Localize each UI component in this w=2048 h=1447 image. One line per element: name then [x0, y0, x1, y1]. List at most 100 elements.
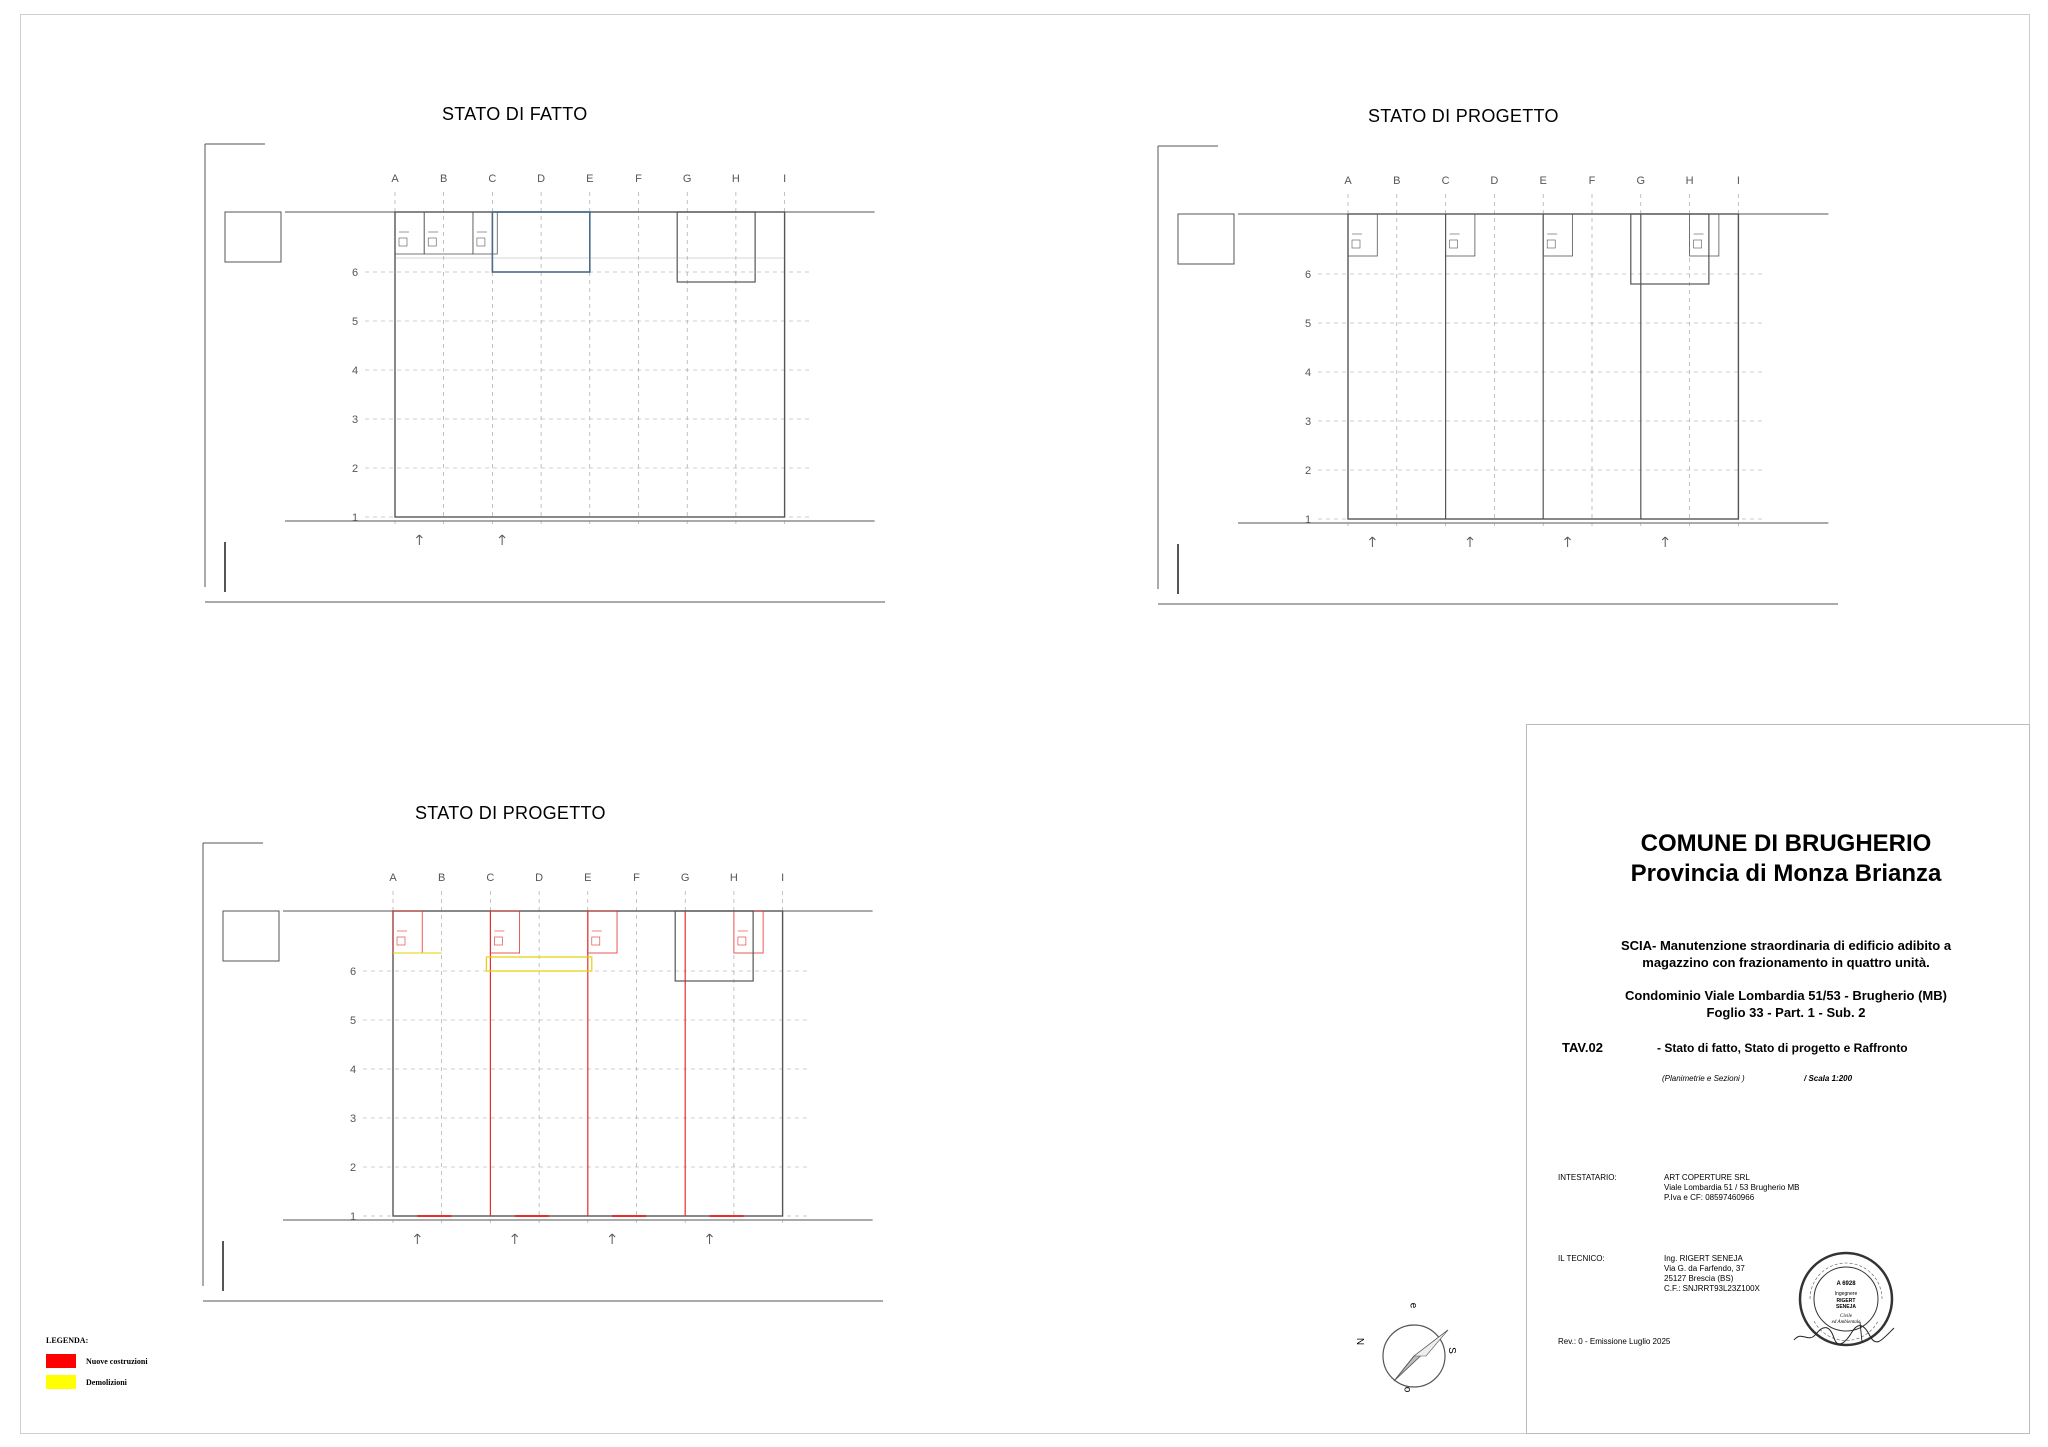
plan-title-stato-di-fatto: STATO DI FATTO [442, 104, 588, 124]
comune-heading: COMUNE DI BRUGHERIO [1640, 830, 1932, 857]
wc-fixture [737, 936, 747, 946]
svg-text:Civile: Civile [1840, 1314, 1853, 1319]
wc-fixture [1449, 239, 1458, 249]
wc-fixture [1546, 239, 1556, 249]
grid-col-label: A [391, 173, 399, 185]
office-block [491, 211, 591, 273]
grid-col-label: D [1490, 175, 1498, 187]
tecnico-address: Via G. da Farfendo, 37 [1664, 1264, 1745, 1273]
grid-col-label: A [389, 872, 397, 884]
svg-text:A 6928: A 6928 [1836, 1281, 1856, 1287]
service-room [1542, 213, 1573, 257]
grid-row-label: 3 [1305, 416, 1311, 428]
grid-row-label: 5 [352, 316, 358, 328]
grid-col-label: B [1393, 175, 1400, 187]
annex-box [224, 211, 282, 263]
entrance-arrow-head [1372, 536, 1376, 541]
condominio-line: Condominio Viale Lombardia 51/53 - Brugh… [1625, 988, 1947, 1003]
grid-col-label: D [535, 872, 543, 884]
entrance-arrow-head [413, 1233, 418, 1238]
svg-text:SENEJA: SENEJA [1836, 1304, 1856, 1310]
grid-col-label: C [1442, 175, 1450, 187]
grid-row-label: 2 [350, 1162, 356, 1174]
entrance-arrow-head [611, 1233, 616, 1238]
loading-bay [674, 910, 754, 982]
wc-fixture [1351, 239, 1361, 249]
compass-s-label: S [1445, 1347, 1457, 1354]
grid-row-label: 6 [350, 966, 356, 978]
grid-row-label: 4 [350, 1064, 356, 1076]
scala-note: / Scala 1:200 [1804, 1074, 1853, 1083]
entrance-arrow-head [1466, 536, 1471, 541]
grid-col-label: C [486, 872, 494, 884]
service-room [587, 910, 618, 954]
grid-col-label: E [586, 173, 593, 185]
grid-col-label: G [681, 872, 690, 884]
entrance-arrow-head [1469, 536, 1474, 541]
grid-col-label: F [1589, 175, 1596, 187]
intestatario-address: Viale Lombardia 51 / 53 Brugherio MB [1664, 1183, 1800, 1192]
legend-swatch-new [46, 1354, 76, 1368]
svg-text:Ingegnere: Ingegnere [1835, 1291, 1858, 1297]
compass-e-label: e [1407, 1302, 1419, 1309]
grid-col-label: E [1540, 175, 1547, 187]
grid-col-label: H [732, 173, 740, 185]
grid-row-label: 3 [350, 1113, 356, 1125]
legend-title: LEGENDA: [46, 1336, 89, 1345]
entrance-arrow-head [511, 1233, 516, 1238]
entrance-arrow-head [1564, 536, 1568, 541]
tav-description: - Stato di fatto, Stato di progetto e Ra… [1657, 1041, 1908, 1055]
north-arrow-compass [1382, 1324, 1449, 1388]
svg-text:RIGERT: RIGERT [1837, 1298, 1856, 1304]
wc-fixture [591, 936, 601, 946]
tecnico-name: Ing. RIGERT SENEJA [1664, 1254, 1743, 1263]
wc-fixture [396, 936, 406, 946]
entrance-arrow-head [1567, 536, 1571, 541]
grid-col-label: H [730, 872, 738, 884]
grid-col-label: C [488, 173, 496, 185]
wc-fixture [476, 237, 486, 247]
compass-n-label: N [1354, 1337, 1366, 1346]
service-room [1347, 213, 1378, 257]
grid-row-label: 2 [352, 463, 358, 475]
engineer-stamp: A 6928 Ingegnere RIGERT SENEJA Civile ed… [1798, 1251, 1894, 1347]
grid-row-label: 1 [1305, 514, 1311, 526]
entrance-arrow-head [418, 534, 423, 539]
svg-text:ed Ambientale: ed Ambientale [1832, 1320, 1861, 1325]
grid-col-label: I [1737, 175, 1740, 187]
grid-row-label: 2 [1305, 465, 1311, 477]
provincia-heading: Provincia di Monza Brianza [1630, 860, 1942, 887]
grid-col-label: I [781, 872, 784, 884]
entrance-arrow-head [501, 534, 506, 539]
service-room [394, 211, 425, 255]
entrance-arrow-head [1369, 536, 1373, 541]
grid-row-label: 1 [350, 1211, 356, 1223]
tav-number: TAV.02 [1562, 1040, 1603, 1055]
grid-row-label: 4 [352, 365, 358, 377]
entrance-arrow-head [416, 1233, 421, 1238]
intestatario-name: ART COPERTURE SRL [1664, 1173, 1750, 1182]
entrance-arrow-head [709, 1233, 713, 1238]
wc-fixture [1693, 239, 1702, 249]
wc-fixture [494, 936, 503, 946]
entrance-arrow-head [498, 534, 503, 539]
grid-col-label: D [537, 173, 545, 185]
entrance-arrow-head [1661, 536, 1666, 541]
service-room [733, 910, 764, 954]
service-room [489, 910, 521, 954]
entrance-arrow-head [1664, 536, 1669, 541]
grid-row-label: 5 [350, 1015, 356, 1027]
entrance-arrow-head [514, 1233, 519, 1238]
grid-row-label: 6 [1305, 269, 1311, 281]
plan-title-stato-di-progetto-bottom: STATO DI PROGETTO [415, 803, 606, 823]
grid-col-label: G [683, 173, 692, 185]
compass-o-label: o [1401, 1386, 1413, 1393]
entrance-arrow-head [706, 1233, 710, 1238]
legend-swatch-demolition [46, 1375, 76, 1389]
legend-label-demolition: Demolizioni [86, 1378, 127, 1387]
annex-box [222, 910, 280, 962]
grid-col-label: F [635, 173, 642, 185]
wc-fixture [427, 237, 437, 247]
service-room [423, 211, 474, 255]
